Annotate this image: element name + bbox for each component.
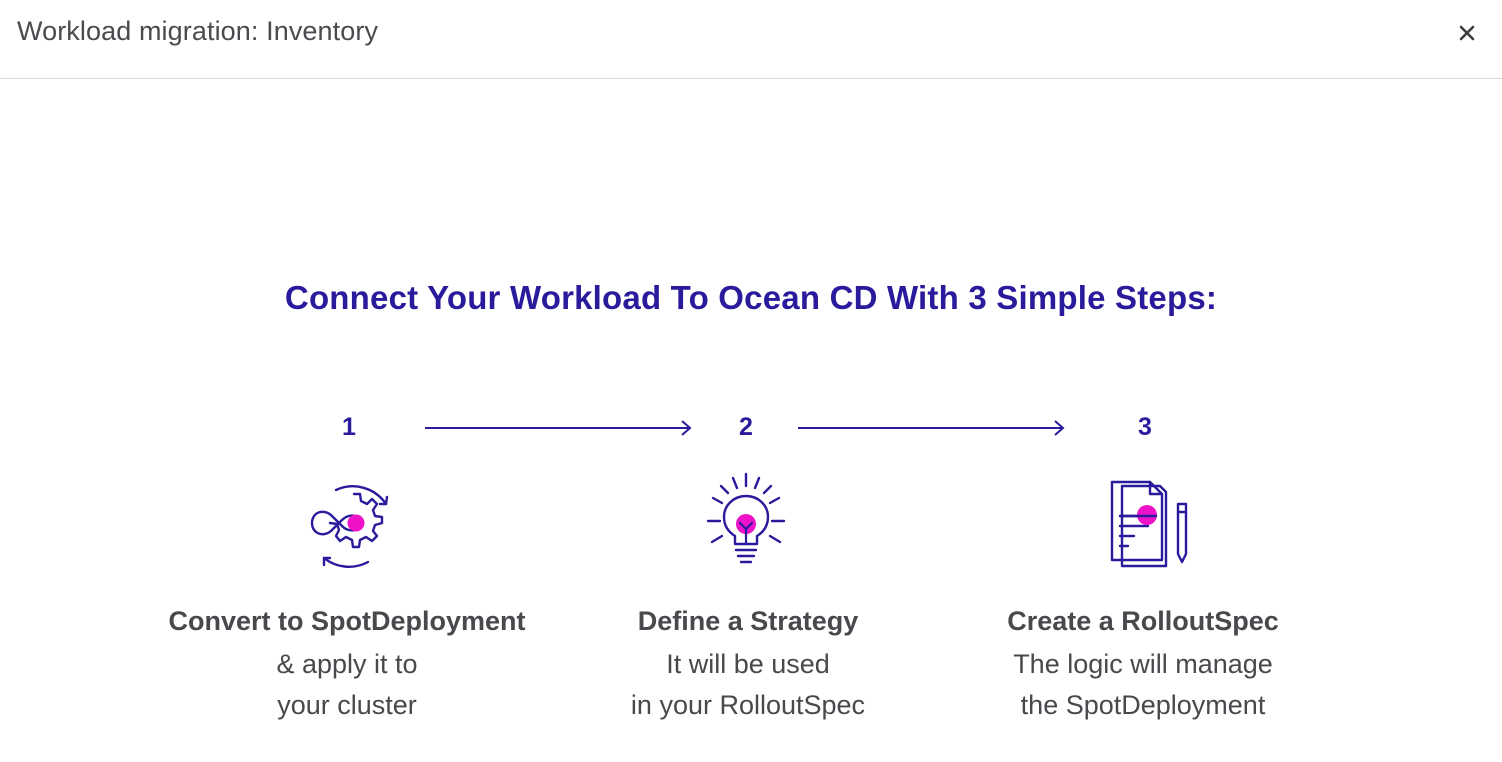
- close-button[interactable]: [1454, 17, 1480, 47]
- step-2-line-1: It will be used: [666, 649, 830, 679]
- step-1-number: 1: [342, 413, 356, 441]
- lightbulb-icon: [706, 472, 786, 564]
- document-pencil-icon: [1110, 480, 1188, 568]
- step-2-number: 2: [739, 413, 753, 441]
- step-1-description: Convert to SpotDeployment & apply it to …: [127, 603, 567, 726]
- step-1-title: Convert to SpotDeployment: [168, 606, 526, 636]
- modal-header: Workload migration: Inventory: [0, 0, 1502, 79]
- step-3-line-1: The logic will manage: [1013, 649, 1273, 679]
- step-1-to-2-arrow-icon: [425, 420, 692, 436]
- step-1-line-1: & apply it to: [276, 649, 418, 679]
- steps-headline: Connect Your Workload To Ocean CD With 3…: [284, 279, 1218, 316]
- step-2-line-2: in your RolloutSpec: [630, 690, 866, 720]
- step-3-description: Create a RolloutSpec The logic will mana…: [923, 603, 1363, 726]
- close-icon[interactable]: [1454, 17, 1480, 47]
- step-3-title: Create a RolloutSpec: [1007, 606, 1279, 636]
- modal-title: Workload migration: Inventory: [17, 16, 379, 46]
- step-2-description: Define a Strategy It will be used in you…: [528, 603, 968, 726]
- step-2-title: Define a Strategy: [637, 606, 859, 636]
- infinity-gear-icon: [310, 485, 389, 568]
- step-3-line-2: the SpotDeployment: [1020, 690, 1266, 720]
- step-2-to-3-arrow-icon: [798, 420, 1065, 436]
- step-3-number: 3: [1138, 413, 1152, 441]
- step-1-line-2: your cluster: [277, 690, 417, 720]
